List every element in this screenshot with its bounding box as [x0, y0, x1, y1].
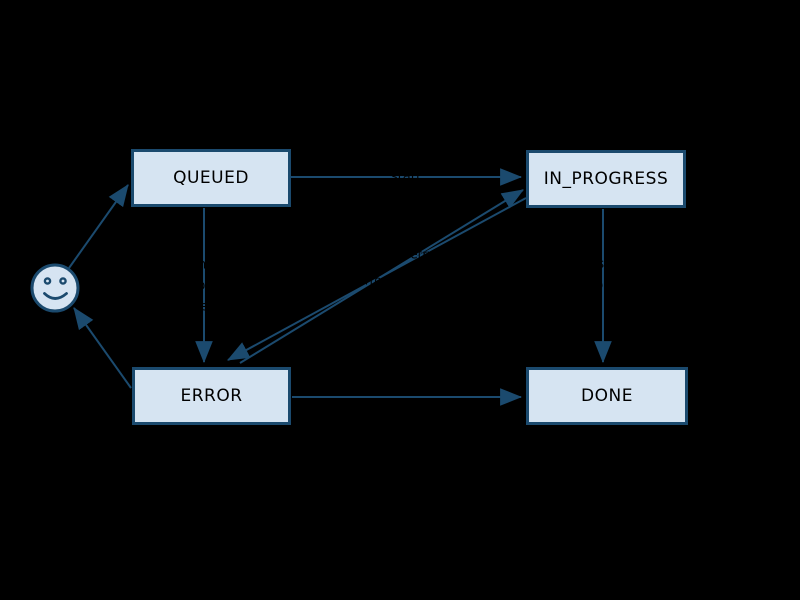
state-queued-label: QUEUED	[173, 168, 249, 188]
smiley-left-eye-icon	[43, 277, 52, 285]
edge-label-queued-to-error: cancel or timeout	[178, 257, 230, 315]
state-in-progress-node: IN_PROGRESS	[526, 150, 686, 208]
state-in-progress-label: IN_PROGRESS	[543, 169, 669, 189]
state-queued-node: QUEUED	[131, 149, 291, 207]
state-error-label: ERROR	[180, 386, 243, 406]
start-state-smiley-icon	[30, 263, 80, 313]
state-error-node: ERROR	[132, 367, 291, 425]
edge-label-in-progress-to-error: error	[357, 273, 387, 288]
state-done-label: DONE	[581, 386, 633, 406]
smiley-mouth-icon	[43, 292, 68, 300]
edge-error-to-start	[73, 307, 132, 389]
edge-error-to-in-progress	[239, 189, 524, 364]
edge-label-error-to-in-progress: retry	[405, 247, 435, 262]
smiley-face-icon	[30, 263, 80, 313]
edge-label-in-progress-to-done: finished ok	[577, 257, 629, 293]
edge-start-to-queued	[68, 184, 129, 269]
state-done-node: DONE	[526, 367, 688, 425]
smiley-right-eye-icon	[59, 277, 67, 285]
edge-label-queued-to-in-progress: start	[390, 169, 422, 185]
